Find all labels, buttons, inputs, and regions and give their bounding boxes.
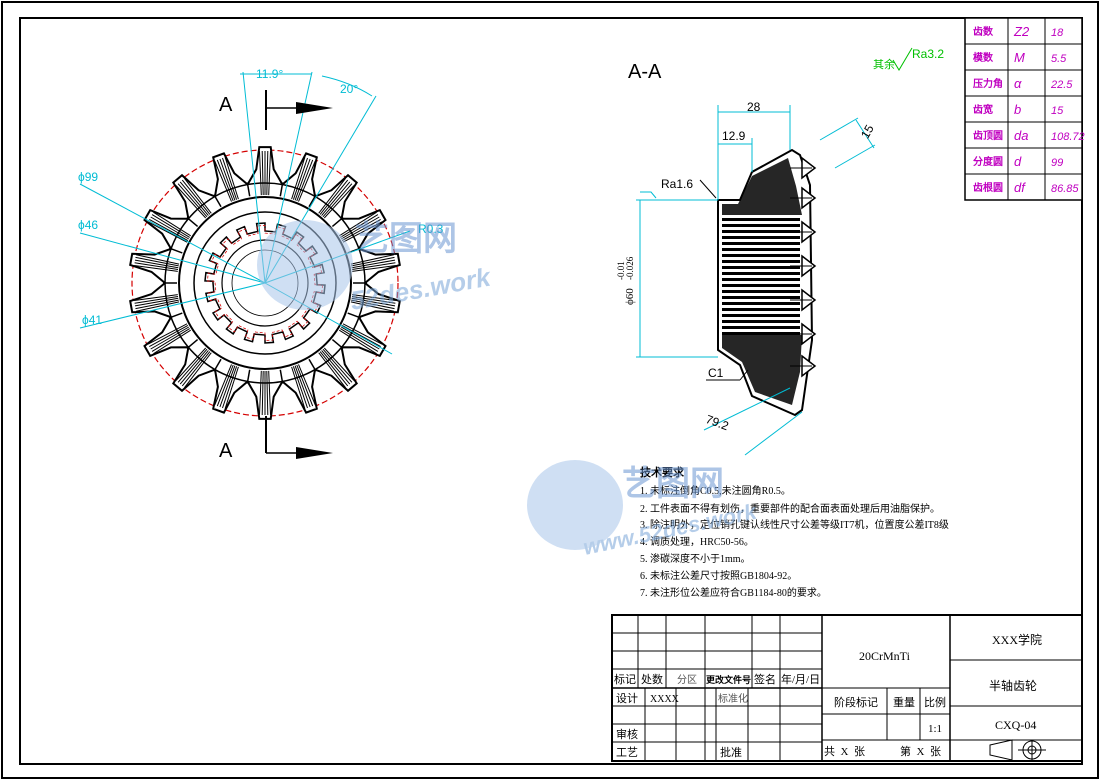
- tech-req-item: 3. 除注明外，定位销孔键认线性尺寸公差等级IT7机，位置度公差IT8级: [640, 518, 949, 531]
- section-view: A-A 28 12.9 15 Ra1.6: [616, 61, 877, 456]
- param-value: 18: [1051, 27, 1064, 39]
- tb-process: 工艺: [616, 746, 638, 759]
- dim-28: 28: [747, 100, 761, 114]
- param-symbol: M: [1014, 50, 1025, 65]
- tech-req-item: 2. 工件表面不得有划伤，重要部件的配合面表面处理后用油脂保护。: [640, 502, 940, 515]
- param-value: 99: [1051, 157, 1063, 169]
- tb-design-name: XXXX: [650, 694, 680, 705]
- tb-drawing-no: CXQ-04: [995, 718, 1036, 732]
- tb-approve: 批准: [720, 745, 742, 759]
- tb-material: 20CrMnTi: [859, 649, 911, 663]
- inner-frame: [19, 17, 1083, 765]
- bore-stripes: [722, 218, 800, 335]
- param-value: 108.72: [1051, 131, 1085, 143]
- dim-r0-3: R0.3: [418, 222, 444, 236]
- tech-req-title: 技术要求: [640, 465, 685, 479]
- dim-phi-99: ϕ99: [78, 170, 98, 184]
- tb-stage-mark: 阶段标记: [834, 695, 878, 709]
- tb-scale-value: 1:1: [928, 723, 942, 735]
- section-title: A-A: [628, 61, 662, 83]
- param-symbol: α: [1014, 76, 1022, 91]
- watermark-brand: 艺图网: [355, 220, 457, 258]
- tech-req-item: 6. 未标注公差尺寸按照GB1804-92。: [640, 569, 797, 582]
- dim-phi-46: ϕ46: [78, 218, 98, 232]
- param-table: 齿数 Z2 18 模数 M 5.5 压力角 α 22.5 齿宽 b 15 齿顶圆 da 108.72 分度圆 d…: [964, 17, 1085, 201]
- section-label-a-top: A: [219, 94, 233, 116]
- tb-part-name: 半轴齿轮: [989, 678, 1037, 693]
- param-value: 15: [1051, 105, 1064, 117]
- tb-zone: 分区: [677, 674, 697, 686]
- chamfer-c1: C1: [708, 366, 724, 380]
- title-block-text: 标记 处数 分区 更改文件号 签名 年/月/日 设计 XXXX 标准化 审核 工…: [614, 632, 1046, 761]
- param-value: 5.5: [1051, 53, 1067, 65]
- tb-design: 设计: [616, 692, 638, 705]
- angle-label-11-9: 11.9°: [256, 67, 283, 81]
- dim-12-9: 12.9: [722, 129, 746, 143]
- param-value: 86.85: [1051, 183, 1079, 195]
- tb-scale: 比例: [924, 695, 946, 709]
- tb-count: 处数: [641, 673, 663, 686]
- tech-req-item: 1. 未标注倒角C0.5,未注圆角R0.5。: [640, 484, 791, 497]
- angle-label-20: 20°: [340, 82, 358, 96]
- tech-req-item: 7. 未注形位公差应符合GB1184-80的要求。: [640, 586, 827, 599]
- param-symbol: Z2: [1013, 24, 1030, 39]
- param-name: 齿宽: [973, 103, 993, 116]
- tb-review: 审核: [616, 727, 638, 741]
- tb-mark: 标记: [614, 672, 636, 686]
- projection-symbol-icon: [989, 739, 1046, 761]
- tb-date: 年/月/日: [781, 672, 820, 686]
- roughness-ra1-6: Ra1.6: [661, 177, 693, 191]
- surface-note-value: Ra3.2: [912, 47, 944, 61]
- param-symbol: b: [1014, 102, 1021, 117]
- tb-school: XXX学院: [992, 632, 1042, 647]
- param-name: 齿顶圆: [973, 129, 1003, 142]
- side-teeth: [790, 156, 817, 378]
- param-value: 22.5: [1050, 79, 1073, 91]
- surface-note: 其余 Ra3.2: [873, 47, 944, 71]
- title-block: [611, 614, 1083, 762]
- tb-sign: 签名: [754, 672, 776, 686]
- param-symbol: df: [1014, 180, 1026, 195]
- dim-bore-phi-60: ϕ60: [624, 288, 636, 305]
- surface-note-prefix: 其余: [873, 57, 895, 71]
- param-name: 齿数: [973, 25, 994, 38]
- section-label-a-bottom: A: [219, 440, 233, 462]
- dim-15: 15: [858, 122, 877, 141]
- tech-requirements: 技术要求 1. 未标注倒角C0.5,未注圆角R0.5。 2. 工件表面不得有划伤…: [640, 465, 949, 599]
- tol-lower: -0.026: [625, 256, 635, 280]
- param-symbol: da: [1014, 128, 1028, 143]
- tb-weight: 重量: [893, 695, 915, 709]
- param-name: 齿根圆: [973, 181, 1003, 194]
- tb-change-doc: 更改文件号: [706, 674, 751, 685]
- param-name: 模数: [973, 51, 994, 64]
- tol-upper: -0.01: [616, 261, 626, 280]
- param-name: 压力角: [973, 77, 1003, 90]
- tb-sheet-no: 第 X 张: [900, 744, 941, 758]
- tb-total-sheets: 共 X 张: [824, 745, 865, 758]
- param-symbol: d: [1014, 154, 1022, 169]
- tech-req-item: 4. 调质处理，HRC50-56。: [640, 536, 754, 548]
- watermark-brand: 艺图网: [622, 465, 724, 503]
- dim-phi-41: ϕ41: [82, 313, 102, 327]
- tech-req-item: 5. 渗碳深度不小于1mm。: [640, 552, 751, 565]
- tb-standardize: 标准化: [718, 692, 748, 705]
- param-name: 分度圆: [973, 155, 1003, 168]
